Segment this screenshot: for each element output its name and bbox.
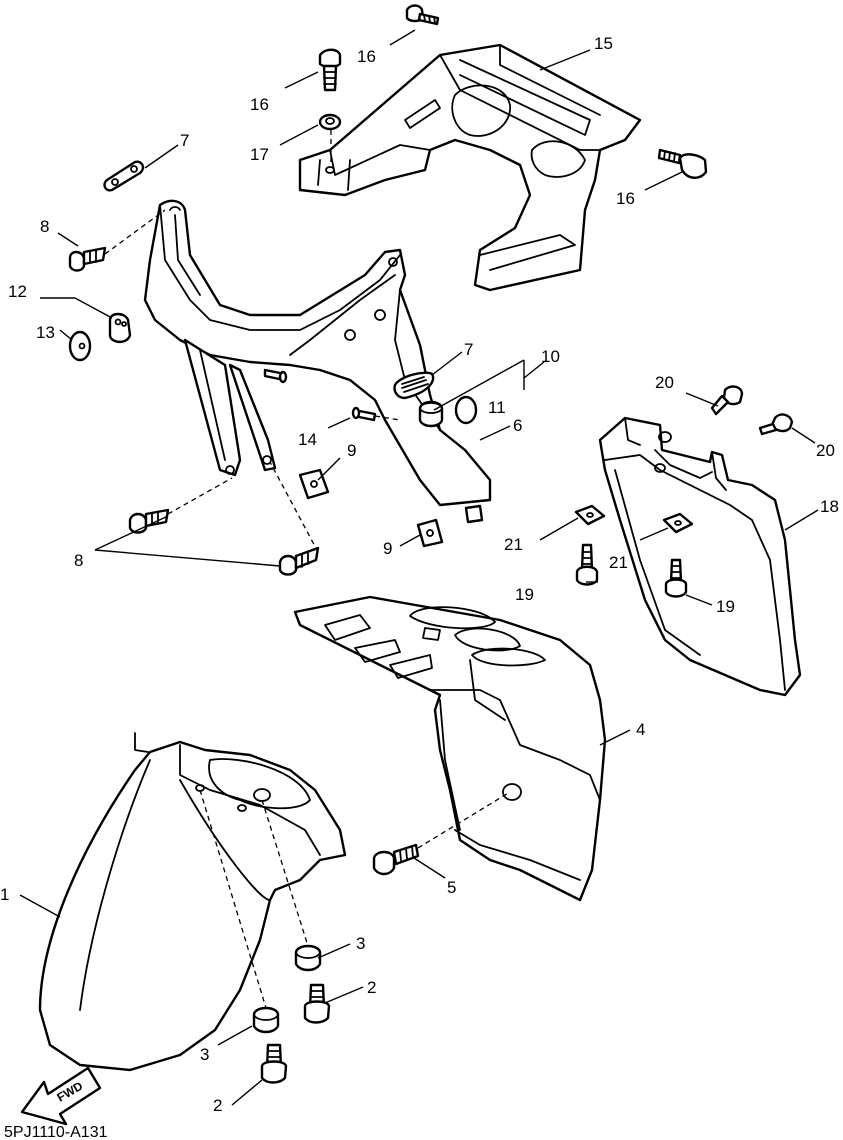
part-2-bolt [303,983,331,1024]
part-18-side-cover [598,416,802,697]
callout-5: 5 [447,878,456,897]
part-11-grommet [454,395,478,425]
part-8-screw [278,546,320,576]
callout-15: 15 [594,34,613,53]
part-12-lock [108,312,132,344]
part-16-bolt [405,4,440,26]
part-9-nut [416,518,444,548]
fwd-arrow-icon: FWD [20,1066,102,1126]
callout-16: 16 [250,95,269,114]
callout-20: 20 [816,441,835,460]
part-1-front-fender [38,732,347,1072]
leader-lines [19,29,819,1106]
callout-3: 3 [356,934,365,953]
part-21-nut [574,504,606,526]
callout-18: 18 [820,497,839,516]
callout-19: 19 [716,597,735,616]
part-19-screw [575,543,599,586]
part-3-grommet [294,944,322,972]
part-20-screw [758,413,794,436]
part-5-bolt [372,843,420,876]
part-19-screw [664,558,688,598]
callout-7: 7 [464,340,473,359]
callout-16: 16 [357,47,376,66]
callout-8: 8 [40,217,49,236]
callout-3: 3 [200,1045,209,1064]
part-4-inner-panel [293,595,607,902]
callout-7: 7 [180,131,189,150]
callout-21: 21 [609,553,628,572]
part-15-cover [298,43,642,292]
callout-4: 4 [636,720,645,739]
callout-8: 8 [74,551,83,570]
part-8-screw [128,508,170,534]
callout-10: 10 [541,347,560,366]
part-3-grommet [252,1006,280,1034]
part-7-emblem [103,160,145,192]
part-16-bolt [657,148,708,179]
part-8-screw [68,246,107,272]
callout-1: 1 [0,885,9,904]
part-21-nut [662,512,694,534]
part-2-bolt [260,1043,288,1084]
callout-2: 2 [367,978,376,997]
callout-14: 14 [298,430,317,449]
callout-11: 11 [488,398,506,417]
callout-9: 9 [347,441,356,460]
callout-17: 17 [250,145,269,164]
callout-12: 12 [8,282,27,301]
part-10-grommet [418,400,444,428]
part-13-cap [68,330,92,362]
part-20-screw [710,385,744,416]
part-6-front-cover [143,199,492,507]
callout-19: 19 [515,585,534,604]
callout-21: 21 [504,535,523,554]
callout-labels: 1 2 2 3 3 4 5 6 7 7 8 8 9 9 10 11 12 13 … [0,34,839,1115]
part-14-screw [351,406,377,422]
part-6-tab [464,504,484,524]
part-14-screw [263,368,288,384]
callout-2: 2 [213,1096,222,1115]
part-17-washer [318,113,342,131]
part-16-bolt [318,48,342,92]
callout-9: 9 [383,539,392,558]
assembly-lines [104,130,511,1009]
callout-6: 6 [513,416,522,435]
callout-16: 16 [616,189,635,208]
part-6-stay [183,338,277,477]
diagram-code: 5PJ1110-A131 [4,1124,108,1140]
part-7-emblem [393,371,435,400]
callout-20: 20 [655,373,674,392]
callout-13: 13 [36,323,55,342]
